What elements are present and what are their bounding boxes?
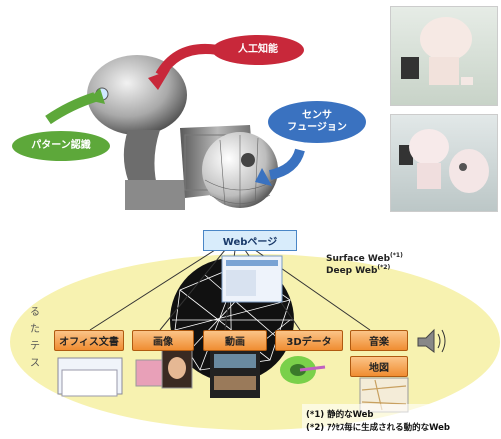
deep-web-label: Deep Web(*2) bbox=[326, 264, 390, 276]
web-page-label: Webページ bbox=[222, 237, 278, 248]
category-video: 動画 bbox=[203, 330, 267, 351]
web-page-box: Webページ bbox=[203, 230, 297, 251]
category-image: 画像 bbox=[132, 330, 194, 351]
footnote-2: (*2) ｱｸｾｽ毎に生成される動的なWeb bbox=[306, 421, 450, 433]
ai-label: 人工知能 bbox=[238, 43, 278, 55]
robot-base bbox=[125, 180, 185, 210]
category-3d-label: 3Dデータ bbox=[286, 337, 332, 348]
category-music: 音楽 bbox=[350, 330, 408, 351]
sensor-arrow bbox=[268, 148, 305, 180]
category-map: 地図 bbox=[350, 356, 408, 377]
surface-web-label: Surface Web(*1) bbox=[326, 252, 403, 264]
category-video-label: 動画 bbox=[225, 337, 245, 348]
category-music-label: 音楽 bbox=[369, 337, 389, 348]
left-fragment-line-4: ス bbox=[30, 358, 40, 369]
category-map-label: 地図 bbox=[369, 363, 389, 374]
left-fragment-line-1: る bbox=[30, 307, 40, 318]
left-fragment-line-3: テ bbox=[30, 341, 40, 352]
category-3d: 3Dデータ bbox=[275, 330, 343, 351]
ai-bubble: 人工知能 bbox=[212, 35, 304, 65]
category-office-label: オフィス文書 bbox=[59, 337, 119, 348]
left-fragment-line-2: た bbox=[30, 324, 40, 335]
sensor-bubble: センサ フュージョン bbox=[268, 101, 366, 143]
left-text-fragment: る た テ ス bbox=[30, 304, 40, 372]
category-image-label: 画像 bbox=[153, 337, 173, 348]
sensor-label-2: フュージョン bbox=[287, 122, 347, 133]
robot-photo-bottom bbox=[390, 114, 498, 212]
sensor-label-1: センサ bbox=[302, 109, 332, 121]
pattern-bubble: パターン認識 bbox=[12, 131, 110, 161]
footnote-2-text: (*2) ｱｸｾｽ毎に生成される動的なWeb bbox=[306, 423, 451, 433]
category-office: オフィス文書 bbox=[54, 330, 124, 351]
pattern-arrow bbox=[45, 92, 97, 125]
surface-web-text: Surface Web bbox=[326, 254, 391, 264]
robot-neck bbox=[123, 130, 160, 190]
pattern-label: パターン認識 bbox=[31, 139, 91, 151]
deep-web-text: Deep Web bbox=[326, 266, 378, 276]
footnote-1: (*1) 静的なWeb bbox=[306, 408, 374, 420]
footnote-1-text: (*1) 静的なWeb bbox=[306, 410, 374, 420]
deep-web-note: (*2) bbox=[377, 264, 391, 271]
robot-photo-top bbox=[390, 6, 498, 106]
surface-web-note: (*1) bbox=[390, 252, 403, 259]
